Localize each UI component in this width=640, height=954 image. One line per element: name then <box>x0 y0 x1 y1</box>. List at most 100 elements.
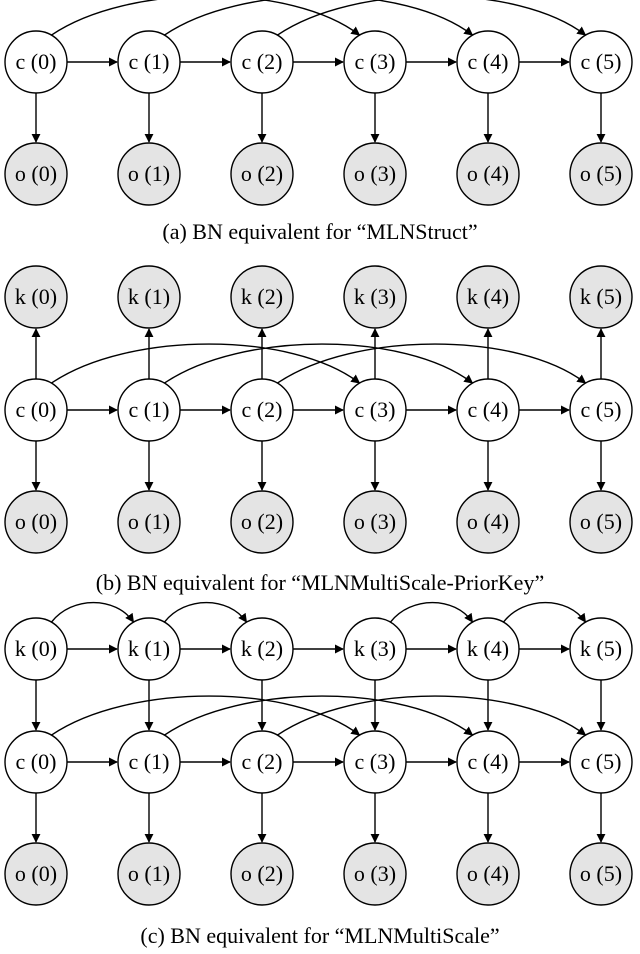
node-circle <box>569 142 633 206</box>
node-circle <box>343 378 407 442</box>
node-label: o (1) <box>128 509 170 534</box>
node-circle <box>456 30 520 94</box>
node-label: c (0) <box>16 749 57 774</box>
node-c-5: c (5) <box>569 730 633 794</box>
node-c-1: c (1) <box>117 730 181 794</box>
node-circle <box>117 378 181 442</box>
node-label: c (4) <box>468 749 509 774</box>
node-label: c (5) <box>581 49 622 74</box>
node-label: c (0) <box>16 49 57 74</box>
node-k-2: k (2) <box>230 617 294 681</box>
node-c-4: c (4) <box>456 30 520 94</box>
node-label: k (5) <box>580 284 622 309</box>
node-label: o (1) <box>128 161 170 186</box>
node-label: c (3) <box>355 397 396 422</box>
node-circle <box>343 265 407 329</box>
node-circle <box>117 617 181 681</box>
node-o-4: o (4) <box>456 490 520 554</box>
node-circle <box>117 30 181 94</box>
node-c-5: c (5) <box>569 30 633 94</box>
node-circle <box>456 142 520 206</box>
node-label: c (1) <box>129 49 170 74</box>
node-circle <box>4 490 68 554</box>
node-label: k (1) <box>128 636 170 661</box>
node-circle <box>343 30 407 94</box>
node-circle <box>117 265 181 329</box>
node-circle <box>456 378 520 442</box>
node-o-2: o (2) <box>230 842 294 906</box>
node-circle <box>4 842 68 906</box>
node-c-2: c (2) <box>230 730 294 794</box>
node-circle <box>569 490 633 554</box>
panel-c: k (0)k (1)k (2)k (3)k (4)k (5)c (0)c (1)… <box>4 601 633 948</box>
node-k-3: k (3) <box>343 617 407 681</box>
node-circle <box>4 378 68 442</box>
node-circle <box>4 730 68 794</box>
node-circle <box>4 30 68 94</box>
node-c-4: c (4) <box>456 730 520 794</box>
node-circle <box>343 617 407 681</box>
node-circle <box>230 842 294 906</box>
node-c-4: c (4) <box>456 378 520 442</box>
node-c-2: c (2) <box>230 378 294 442</box>
edge-c0-to-c3-curved <box>51 343 361 384</box>
node-label: o (2) <box>241 509 283 534</box>
node-o-1: o (1) <box>117 842 181 906</box>
node-c-5: c (5) <box>569 378 633 442</box>
node-k-3: k (3) <box>343 265 407 329</box>
node-label: o (1) <box>128 861 170 886</box>
node-circle <box>569 265 633 329</box>
node-label: c (4) <box>468 49 509 74</box>
node-label: k (5) <box>580 636 622 661</box>
node-k-0: k (0) <box>4 617 68 681</box>
edge-k4-to-k5-curved <box>502 601 587 623</box>
node-label: c (2) <box>242 749 283 774</box>
node-label: k (0) <box>15 284 57 309</box>
node-label: o (4) <box>467 861 509 886</box>
node-label: o (3) <box>354 161 396 186</box>
node-c-0: c (0) <box>4 378 68 442</box>
node-label: o (2) <box>241 161 283 186</box>
node-k-4: k (4) <box>456 265 520 329</box>
node-o-3: o (3) <box>343 490 407 554</box>
node-circle <box>117 142 181 206</box>
node-label: c (1) <box>129 397 170 422</box>
edge-c2-to-c5-curved <box>277 0 587 36</box>
node-c-3: c (3) <box>343 730 407 794</box>
node-label: o (4) <box>467 509 509 534</box>
node-circle <box>456 842 520 906</box>
node-label: o (0) <box>15 861 57 886</box>
edge-c2-to-c5-curved <box>277 343 587 384</box>
node-o-5: o (5) <box>569 142 633 206</box>
node-label: c (5) <box>581 749 622 774</box>
node-circle <box>569 378 633 442</box>
node-label: c (1) <box>129 749 170 774</box>
node-k-1: k (1) <box>117 617 181 681</box>
node-label: o (2) <box>241 861 283 886</box>
node-label: c (4) <box>468 397 509 422</box>
edge-k3-to-k4-curved <box>389 601 474 623</box>
node-circle <box>230 490 294 554</box>
node-c-0: c (0) <box>4 30 68 94</box>
node-c-3: c (3) <box>343 378 407 442</box>
node-label: k (3) <box>354 636 396 661</box>
node-label: c (2) <box>242 49 283 74</box>
node-label: c (3) <box>355 49 396 74</box>
node-circle <box>343 142 407 206</box>
node-k-0: k (0) <box>4 265 68 329</box>
edge-c0-to-c3-curved <box>51 0 361 36</box>
node-circle <box>569 842 633 906</box>
node-o-2: o (2) <box>230 142 294 206</box>
edges-panel-c <box>31 601 606 843</box>
node-label: o (0) <box>15 509 57 534</box>
node-circle <box>456 490 520 554</box>
panel-caption: (c) BN equivalent for “MLNMultiScale” <box>140 923 499 948</box>
node-circle <box>343 842 407 906</box>
edges-panel-b <box>31 328 606 491</box>
node-label: o (5) <box>580 861 622 886</box>
node-o-2: o (2) <box>230 490 294 554</box>
nodes-panel-b: k (0)k (1)k (2)k (3)k (4)k (5)c (0)c (1)… <box>4 265 633 554</box>
node-k-5: k (5) <box>569 617 633 681</box>
